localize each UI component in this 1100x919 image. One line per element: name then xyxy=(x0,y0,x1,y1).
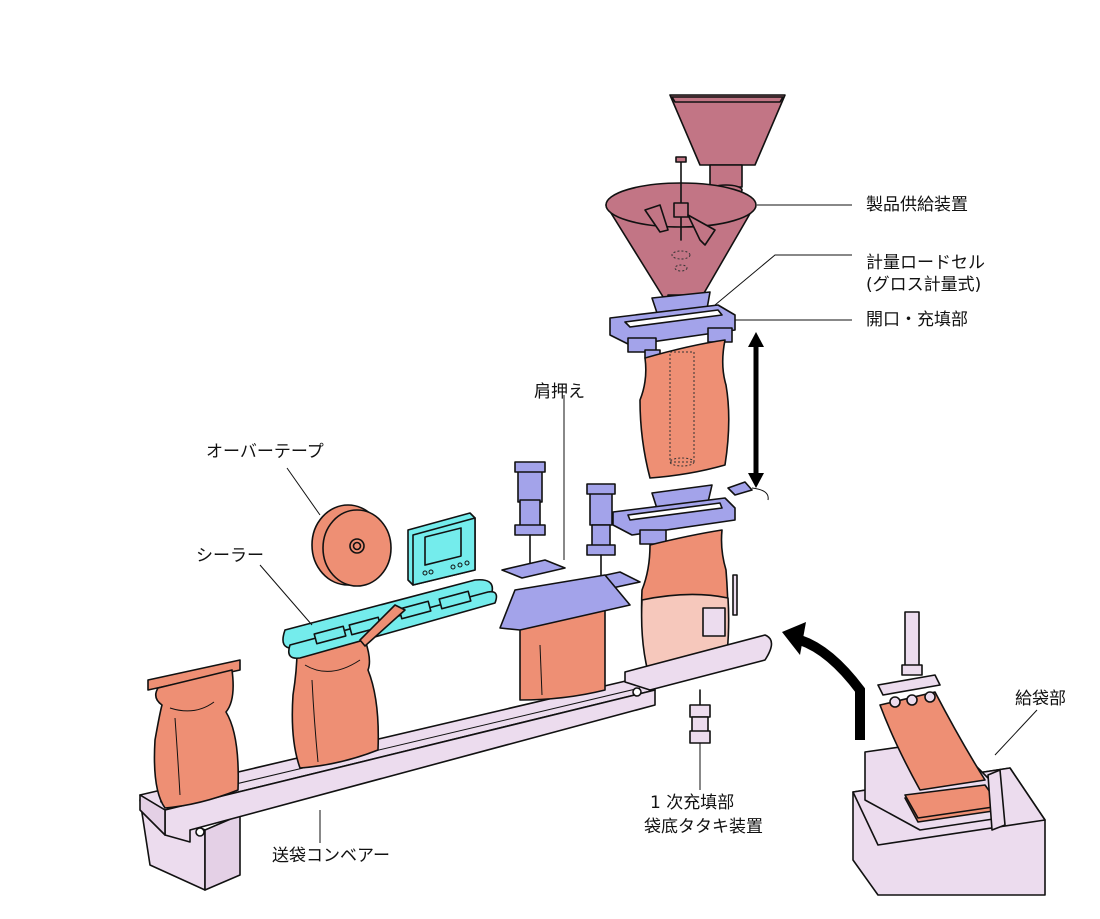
bag-feeder xyxy=(852,611,1046,896)
opening-filling-unit-lower xyxy=(612,481,769,545)
over-tape-roll xyxy=(311,504,406,647)
sealed-bag-left xyxy=(147,659,241,809)
control-panel xyxy=(407,512,476,586)
label-opening-filling: 開口・充填部 xyxy=(866,310,968,330)
bag-being-filled-upper xyxy=(639,339,730,479)
opening-filling-unit-upper xyxy=(609,291,736,359)
leader-lines xyxy=(259,204,1038,756)
label-over-tape: オーバーテープ xyxy=(206,442,324,462)
bag-transfer-arrow xyxy=(782,622,865,740)
label-product-feeder: 製品供給装置 xyxy=(866,195,968,215)
label-bag-feeder: 給袋部 xyxy=(1015,689,1066,709)
product-feeder xyxy=(605,94,786,308)
bag-bottom-tapper xyxy=(624,634,773,790)
label-shoulder-press: 肩押え xyxy=(534,382,585,402)
label-load-cell-note: (グロス計量式) xyxy=(866,275,982,295)
label-bag-bottom-tapper: 袋底タタキ装置 xyxy=(644,817,763,837)
sealed-bag-middle xyxy=(291,639,380,769)
label-bag-conveyor: 送袋コンベアー xyxy=(272,846,390,866)
vertical-movement-arrow xyxy=(748,332,764,488)
shoulder-press xyxy=(499,395,641,631)
bag-conveyor xyxy=(139,679,656,891)
label-primary-fill: 1 次充填部 xyxy=(650,793,735,813)
label-sealer: シーラー xyxy=(196,546,264,566)
label-load-cell: 計量ロードセル xyxy=(866,253,985,273)
